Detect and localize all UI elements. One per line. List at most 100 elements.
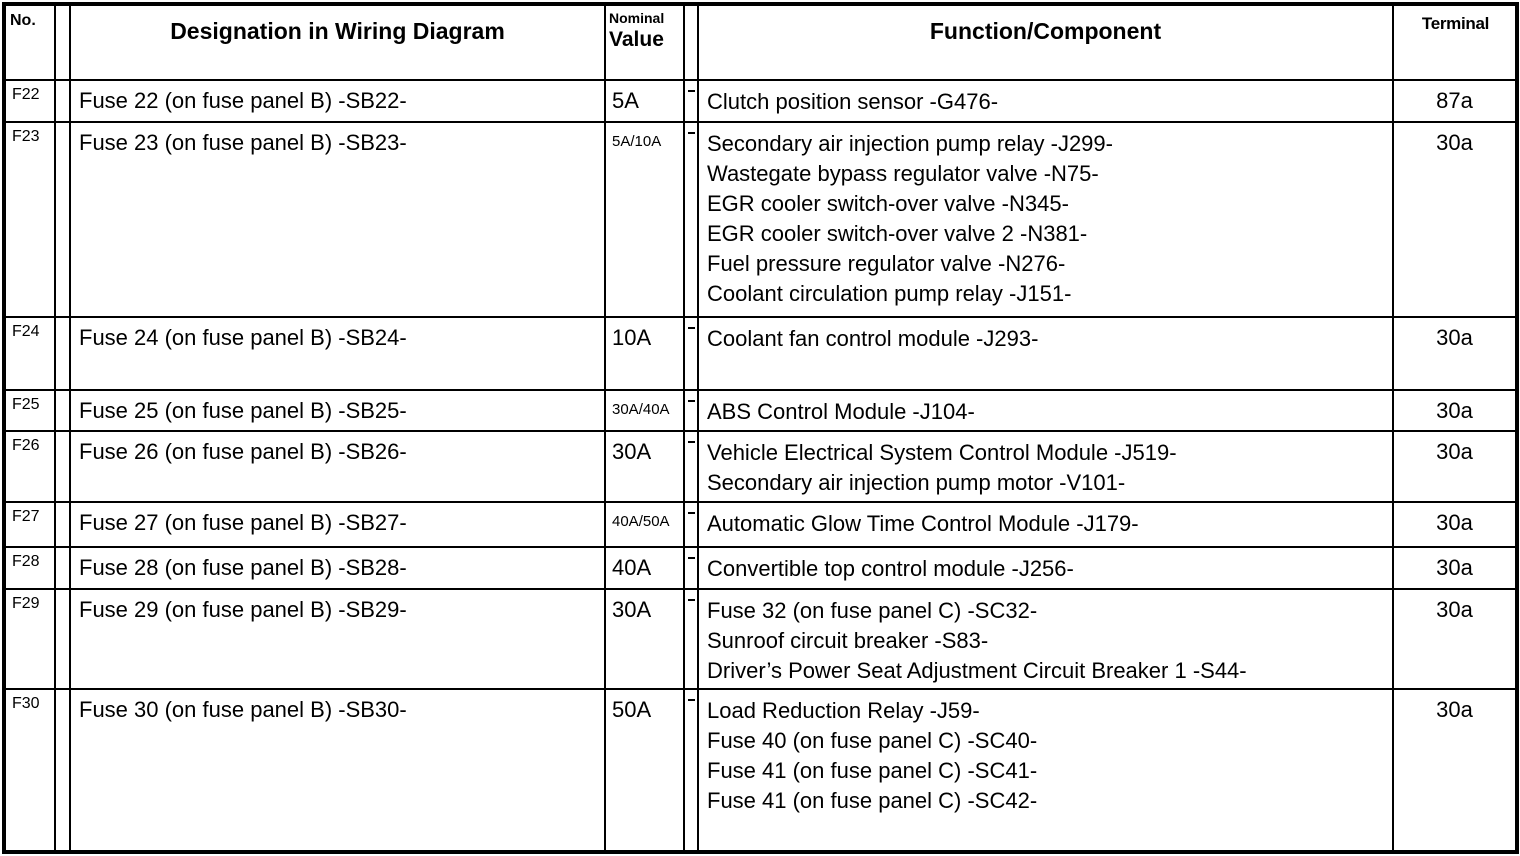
function-line: Fuse 41 (on fuse panel C) -SC42- xyxy=(707,788,1038,813)
table-row: F30 Fuse 30 (on fuse panel B) -SB30- 50A… xyxy=(6,690,1515,850)
footnote-dash-icon xyxy=(688,557,695,559)
nominal-value: 40A/50A xyxy=(606,503,685,546)
function-line: Secondary air injection pump relay -J299… xyxy=(707,131,1113,156)
spacer-cell xyxy=(56,690,71,850)
fuse-designation: Fuse 24 (on fuse panel B) -SB24- xyxy=(71,318,606,389)
spacer-cell xyxy=(685,590,699,688)
fuse-designation: Fuse 26 (on fuse panel B) -SB26- xyxy=(71,432,606,501)
fuse-designation: Fuse 28 (on fuse panel B) -SB28- xyxy=(71,548,606,588)
spacer-cell xyxy=(685,503,699,546)
function-component: Clutch position sensor -G476- xyxy=(699,81,1394,121)
spacer-cell xyxy=(685,548,699,588)
function-component: Load Reduction Relay -J59- Fuse 40 (on f… xyxy=(699,690,1394,850)
table-row: F27 Fuse 27 (on fuse panel B) -SB27- 40A… xyxy=(6,503,1515,548)
function-component: Convertible top control module -J256- xyxy=(699,548,1394,588)
function-line: Coolant fan control module -J293- xyxy=(707,326,1039,351)
fuse-designation: Fuse 22 (on fuse panel B) -SB22- xyxy=(71,81,606,121)
table-row: F23 Fuse 23 (on fuse panel B) -SB23- 5A/… xyxy=(6,123,1515,318)
table-header-row: No. Designation in Wiring Diagram Nomina… xyxy=(6,6,1515,81)
terminal-value: 30a xyxy=(1436,597,1473,622)
function-line: Clutch position sensor -G476- xyxy=(707,89,999,114)
spacer-cell xyxy=(685,391,699,430)
function-component: Coolant fan control module -J293- xyxy=(699,318,1394,389)
function-line: Wastegate bypass regulator valve -N75- xyxy=(707,161,1099,186)
fuse-designation: Fuse 30 (on fuse panel B) -SB30- xyxy=(71,690,606,850)
function-component: Automatic Glow Time Control Module -J179… xyxy=(699,503,1394,546)
fuse-number: F26 xyxy=(6,432,56,501)
function-line: Vehicle Electrical System Control Module… xyxy=(707,440,1177,465)
function-component: Vehicle Electrical System Control Module… xyxy=(699,432,1394,501)
fuse-number: F23 xyxy=(6,123,56,316)
function-line: EGR cooler switch-over valve -N345- xyxy=(707,191,1069,216)
nominal-value: 30A xyxy=(606,432,685,501)
spacer-cell xyxy=(56,548,71,588)
table-row: F22 Fuse 22 (on fuse panel B) -SB22- 5A … xyxy=(6,81,1515,123)
terminal-value: 30a xyxy=(1436,439,1473,464)
fuse-number: F24 xyxy=(6,318,56,389)
fuse-designation: Fuse 27 (on fuse panel B) -SB27- xyxy=(71,503,606,546)
table-row: F25 Fuse 25 (on fuse panel B) -SB25- 30A… xyxy=(6,391,1515,432)
spacer-cell xyxy=(685,123,699,316)
nominal-value: 10A xyxy=(606,318,685,389)
spacer-cell xyxy=(56,503,71,546)
function-component: ABS Control Module -J104- xyxy=(699,391,1394,430)
fuse-number: F29 xyxy=(6,590,56,688)
function-line: Fuse 40 (on fuse panel C) -SC40- xyxy=(707,728,1038,753)
fuse-number: F28 xyxy=(6,548,56,588)
fuse-number: F30 xyxy=(6,690,56,850)
fuse-number: F27 xyxy=(6,503,56,546)
function-line: Driver’s Power Seat Adjustment Circuit B… xyxy=(707,658,1247,683)
table-row: F24 Fuse 24 (on fuse panel B) -SB24- 10A… xyxy=(6,318,1515,391)
spacer-cell xyxy=(685,432,699,501)
function-line: Fuse 32 (on fuse panel C) -SC32- xyxy=(707,598,1038,623)
nominal-value: 5A xyxy=(606,81,685,121)
header-nominal-line1: Nominal xyxy=(609,10,665,26)
footnote-dash-icon xyxy=(688,327,695,329)
fuse-designation: Fuse 25 (on fuse panel B) -SB25- xyxy=(71,391,606,430)
function-line: Automatic Glow Time Control Module -J179… xyxy=(707,511,1139,536)
fuse-number: F25 xyxy=(6,391,56,430)
function-line: Sunroof circuit breaker -S83- xyxy=(707,628,989,653)
function-line: Fuel pressure regulator valve -N276- xyxy=(707,251,1066,276)
terminal-value: 30a xyxy=(1436,325,1473,350)
footnote-dash-icon xyxy=(688,699,695,701)
terminal-value: 30a xyxy=(1436,510,1473,535)
fuse-designation: Fuse 29 (on fuse panel B) -SB29- xyxy=(71,590,606,688)
function-line: Coolant circulation pump relay -J151- xyxy=(707,281,1072,306)
header-nominal-value: Nominal Value xyxy=(606,6,685,79)
table-row: F29 Fuse 29 (on fuse panel B) -SB29- 30A… xyxy=(6,590,1515,690)
function-line: Convertible top control module -J256- xyxy=(707,556,1074,581)
spacer-cell xyxy=(56,391,71,430)
nominal-value: 30A/40A xyxy=(606,391,685,430)
spacer-cell xyxy=(685,81,699,121)
fuse-designation: Fuse 23 (on fuse panel B) -SB23- xyxy=(71,123,606,316)
table-row: F26 Fuse 26 (on fuse panel B) -SB26- 30A… xyxy=(6,432,1515,503)
fuse-number: F22 xyxy=(6,81,56,121)
footnote-dash-icon xyxy=(688,400,695,402)
header-no: No. xyxy=(6,6,56,79)
nominal-value: 30A xyxy=(606,590,685,688)
terminal-value: 30a xyxy=(1436,555,1473,580)
nominal-value: 40A xyxy=(606,548,685,588)
table-row: F28 Fuse 28 (on fuse panel B) -SB28- 40A… xyxy=(6,548,1515,590)
footnote-dash-icon xyxy=(688,132,695,134)
spacer-cell xyxy=(56,123,71,316)
function-component: Fuse 32 (on fuse panel C) -SC32- Sunroof… xyxy=(699,590,1394,688)
spacer-cell xyxy=(685,318,699,389)
function-line: ABS Control Module -J104- xyxy=(707,399,975,424)
header-function: Function/Component xyxy=(699,6,1394,79)
footnote-dash-icon xyxy=(688,90,695,92)
function-line: Fuse 41 (on fuse panel C) -SC41- xyxy=(707,758,1038,783)
header-terminal: Terminal xyxy=(1421,14,1490,33)
footnote-dash-icon xyxy=(688,441,695,443)
spacer-cell xyxy=(685,690,699,850)
nominal-value: 50A xyxy=(606,690,685,850)
terminal-value: 30a xyxy=(1436,130,1473,155)
function-line: Load Reduction Relay -J59- xyxy=(707,698,980,723)
function-line: EGR cooler switch-over valve 2 -N381- xyxy=(707,221,1088,246)
spacer-cell xyxy=(56,590,71,688)
spacer-cell xyxy=(56,432,71,501)
terminal-value: 87a xyxy=(1436,88,1473,113)
